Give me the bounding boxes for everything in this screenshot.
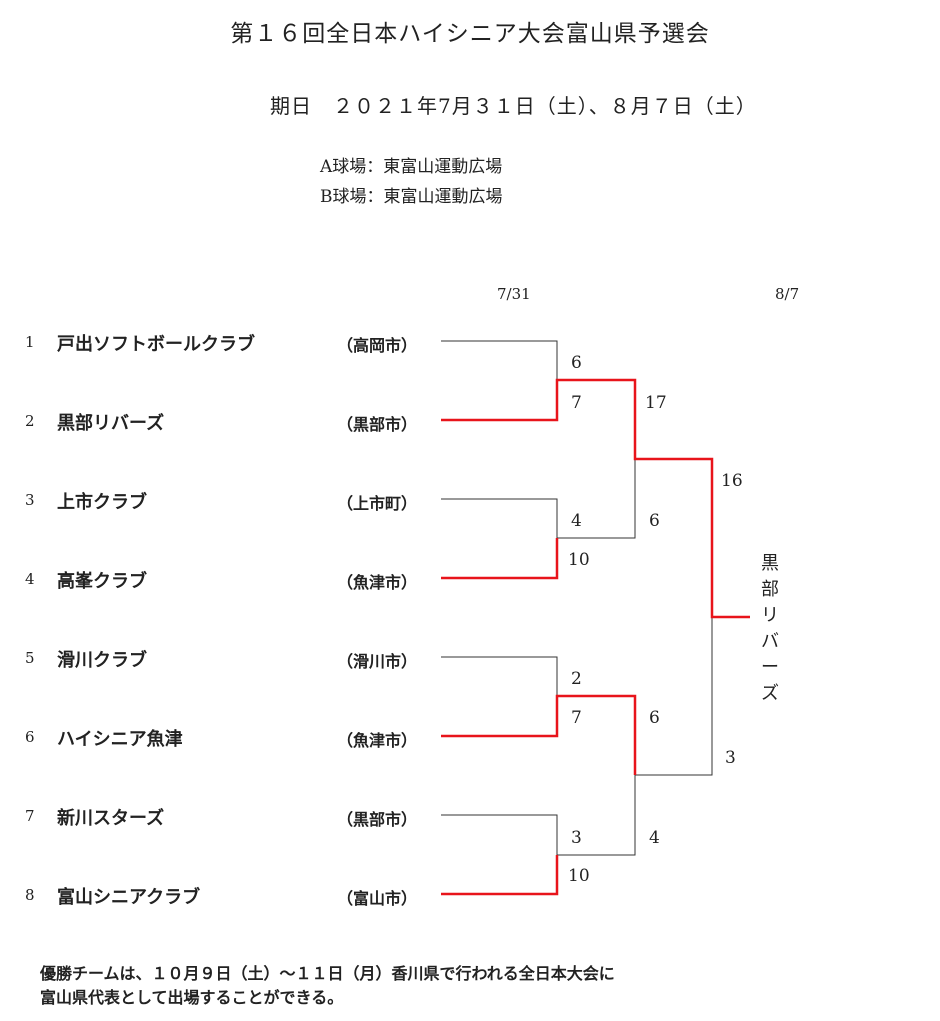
winner-line	[441, 378, 750, 619]
round1-date: 7/31	[497, 285, 531, 303]
winner-path	[441, 378, 750, 896]
score-label: 10	[568, 550, 590, 570]
team-number: 3	[25, 491, 35, 509]
footer-note-line1: 優勝チームは、１０月９日（土）～１１日（月）香川県で行われる全日本大会に	[40, 964, 615, 983]
score-label: 4	[571, 511, 582, 531]
score-label: 16	[721, 471, 743, 491]
team-city: （富山市）	[337, 889, 418, 908]
team-name: 滑川クラブ	[57, 650, 147, 671]
winner-line	[441, 694, 637, 775]
bracket-line	[635, 617, 713, 776]
score-label: 6	[571, 353, 582, 373]
bracket-line	[441, 340, 558, 380]
team-city: （黒部市）	[337, 415, 418, 434]
final-date: 8/7	[775, 285, 800, 303]
team-number: 5	[25, 649, 35, 667]
score-label: 10	[568, 866, 590, 886]
bracket-line	[441, 814, 558, 855]
team-name: 高峯クラブ	[57, 571, 147, 592]
bracket-line	[557, 775, 636, 856]
score-label: 7	[571, 708, 582, 728]
score-label: 6	[649, 511, 660, 531]
team-number: 2	[25, 412, 35, 430]
team-number: 4	[25, 570, 35, 588]
venue-a: A球場：東富山運動広場	[320, 157, 503, 177]
score-label: 4	[649, 828, 660, 848]
team-number: 1	[25, 333, 35, 351]
team-name: 黒部リバーズ	[57, 413, 165, 434]
team-number: 8	[25, 886, 35, 904]
score-label: 2	[571, 669, 582, 689]
champion-name: 黒部リバーズ	[761, 553, 779, 704]
score-label: 3	[571, 828, 582, 848]
team-name: ハイシニア魚津	[57, 729, 183, 750]
team-name: 上市クラブ	[57, 492, 147, 513]
winner-line	[441, 538, 559, 580]
venue-b: B球場：東富山運動広場	[320, 187, 503, 207]
team-city: （滑川市）	[337, 652, 418, 671]
winner-line	[441, 855, 559, 896]
team-name: 新川スターズ	[57, 808, 165, 829]
bracket-lines	[441, 340, 713, 856]
score-label: 7	[571, 393, 582, 413]
score-label: 6	[649, 708, 660, 728]
page-title: 第１６回全日本ハイシニア大会富山県予選会	[230, 21, 710, 47]
score-label: 3	[725, 748, 736, 768]
event-dates: 期日 ２０２１年7月３１日（土）、８月７日（土）	[270, 94, 757, 118]
team-city: （高岡市）	[337, 336, 418, 355]
team-name: 戸出ソフトボールクラブ	[57, 334, 255, 355]
team-city: （魚津市）	[337, 573, 418, 592]
team-city: （黒部市）	[337, 810, 418, 829]
bracket-line	[557, 459, 636, 539]
team-number: 7	[25, 807, 35, 825]
team-city: （魚津市）	[337, 731, 418, 750]
team-name: 富山シニアクラブ	[57, 887, 201, 908]
team-city: （上市町）	[337, 494, 418, 513]
team-number: 6	[25, 728, 35, 746]
footer-note-line2: 富山県代表として出場することができる。	[40, 988, 344, 1007]
bracket-line	[441, 656, 558, 696]
bracket-line	[441, 498, 558, 538]
score-label: 17	[645, 393, 667, 413]
